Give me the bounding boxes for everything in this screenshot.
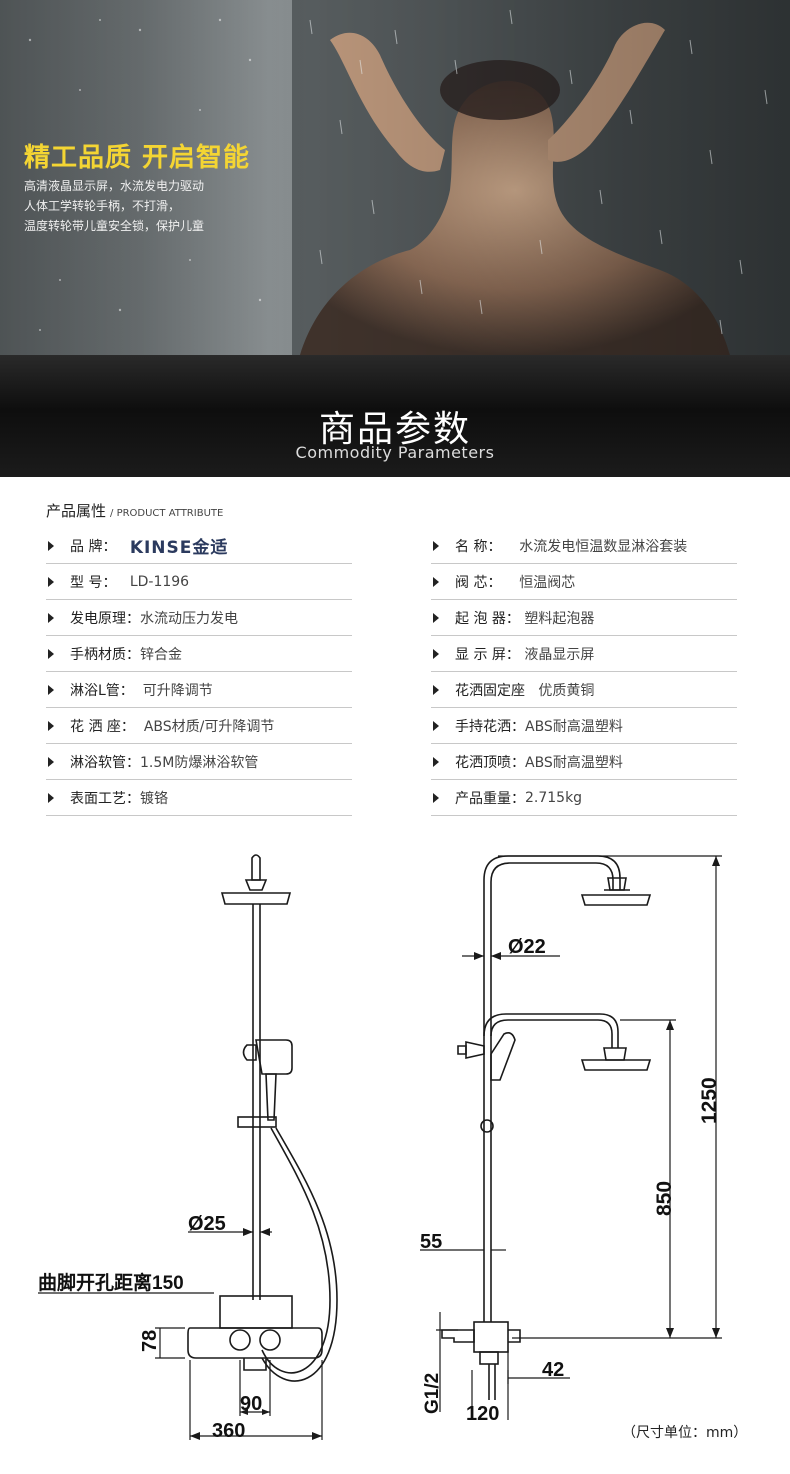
front-view <box>187 854 338 1382</box>
hero-title: 精工品质 开启智能 <box>24 143 251 173</box>
spec-row: 花洒顶喷：ABS耐高温塑料 <box>431 744 737 780</box>
dimension-arrows <box>190 856 720 1440</box>
dim-w360: 360 <box>212 1420 245 1442</box>
side-view <box>441 855 652 1400</box>
dim-g12: G1/2 <box>422 1373 443 1414</box>
triangle-bullet-icon <box>433 684 439 695</box>
dim-d22: Ø22 <box>508 936 546 958</box>
hero-line: 高清液晶显示屏，水流发电力驱动 <box>24 179 205 193</box>
front-dimensions <box>38 1231 323 1440</box>
spec-label: 起 泡 器： <box>455 610 520 627</box>
triangle-bullet-icon <box>48 684 54 695</box>
spec-label: 淋浴软管： <box>70 754 140 771</box>
attributes-heading-en: / PRODUCT ATTRIBUTE <box>110 508 224 519</box>
spec-value: 优质黄铜 <box>538 682 595 699</box>
triangle-bullet-icon <box>433 612 439 623</box>
spec-label: 手持花洒： <box>455 718 525 735</box>
spec-row: 手持花洒：ABS耐高温塑料 <box>431 708 737 744</box>
side-dimensions <box>420 855 722 1420</box>
dim-w55: 55 <box>420 1231 442 1253</box>
spec-label: 淋浴L管： <box>70 682 134 699</box>
dimension-labels: Ø25 曲脚开孔距离150 78 90 360 Ø22 1250 850 55 … <box>38 936 721 1442</box>
dim-w42: 42 <box>542 1359 564 1381</box>
triangle-bullet-icon <box>48 756 54 767</box>
spec-value: 可升降调节 <box>142 682 213 699</box>
spec-row: 显 示 屏： 液晶显示屏 <box>431 636 737 672</box>
spec-row: 产品重量：2.715kg <box>431 780 737 816</box>
dim-h850: 850 <box>653 1181 676 1216</box>
triangle-bullet-icon <box>48 612 54 623</box>
banner-title: 商品参数 <box>318 409 471 450</box>
section-banner: 商品参数 Commodity Parameters <box>0 355 790 477</box>
dim-h1250: 1250 <box>698 1077 721 1124</box>
spec-label: 手柄材质： <box>70 646 140 663</box>
triangle-bullet-icon <box>433 720 439 731</box>
spec-row: 表面工艺：镀铬 <box>46 780 352 816</box>
rain-shower-photo <box>0 0 790 355</box>
triangle-bullet-icon <box>433 540 439 551</box>
spec-row: 花 洒 座： ABS材质/可升降调节 <box>46 708 352 744</box>
spec-label: 表面工艺： <box>70 790 140 807</box>
spec-label: 显 示 屏： <box>455 646 520 663</box>
attributes-heading-cn: 产品属性 <box>46 502 107 520</box>
spec-value: 恒温阀芯 <box>519 574 576 591</box>
spec-label: 名 称： <box>455 538 502 555</box>
spec-value: 液晶显示屏 <box>524 646 595 663</box>
dimension-drawing: Ø25 曲脚开孔距离150 78 90 360 Ø22 1250 850 55 … <box>38 854 722 1442</box>
hero-line: 人体工学转轮手柄，不打滑， <box>24 199 181 213</box>
spec-row: 手柄材质：锌合金 <box>46 636 352 672</box>
unit-note: （尺寸单位：mm） <box>622 1425 748 1441</box>
spec-row: 淋浴软管：1.5M防爆淋浴软管 <box>46 744 352 780</box>
spec-value: 1.5M防爆淋浴软管 <box>140 754 259 771</box>
spec-label: 花洒固定座 <box>455 682 525 699</box>
spec-value: 水流发电恒温数显淋浴套装 <box>519 538 688 555</box>
dim-hole-spacing: 曲脚开孔距离150 <box>38 1271 184 1294</box>
spec-label: 发电原理： <box>70 610 140 627</box>
triangle-bullet-icon <box>48 720 54 731</box>
triangle-bullet-icon <box>433 576 439 587</box>
spec-value: ABS材质/可升降调节 <box>143 718 275 735</box>
hero-line: 温度转轮带儿童安全锁，保护儿童 <box>24 219 205 233</box>
triangle-bullet-icon <box>48 648 54 659</box>
spec-value: ABS耐高温塑料 <box>525 754 623 771</box>
attributes-heading: 产品属性/ PRODUCT ATTRIBUTE <box>46 500 223 521</box>
spec-list-left: 品 牌： KINSE金适 型 号： LD-1196 发电原理：水流动压力发电 手… <box>46 528 352 816</box>
hero-copy: 精工品质 开启智能 高清液晶显示屏，水流发电力驱动 人体工学转轮手柄，不打滑， … <box>24 140 294 236</box>
triangle-bullet-icon <box>48 792 54 803</box>
spec-row: 型 号： LD-1196 <box>46 564 352 600</box>
spec-value: 塑料起泡器 <box>524 610 595 627</box>
brand-logo: KINSE金适 <box>129 538 229 558</box>
spec-row: 品 牌： KINSE金适 <box>46 528 352 564</box>
spec-label: 花 洒 座： <box>70 718 135 735</box>
spec-row: 发电原理：水流动压力发电 <box>46 600 352 636</box>
dim-w90: 90 <box>240 1393 262 1415</box>
triangle-bullet-icon <box>433 648 439 659</box>
spec-row: 名 称： 水流发电恒温数显淋浴套装 <box>431 528 737 564</box>
spec-label: 产品重量： <box>455 790 525 807</box>
triangle-bullet-icon <box>433 792 439 803</box>
spec-value: 水流动压力发电 <box>140 610 238 627</box>
spec-label: 型 号： <box>70 574 117 591</box>
triangle-bullet-icon <box>433 756 439 767</box>
triangle-bullet-icon <box>48 540 54 551</box>
spec-value: 2.715kg <box>525 789 583 806</box>
spec-row: 淋浴L管： 可升降调节 <box>46 672 352 708</box>
spec-row: 花洒固定座 优质黄铜 <box>431 672 737 708</box>
spec-list-right: 名 称： 水流发电恒温数显淋浴套装 阀 芯： 恒温阀芯 起 泡 器： 塑料起泡器… <box>431 528 737 816</box>
hero-banner: 精工品质 开启智能 高清液晶显示屏，水流发电力驱动 人体工学转轮手柄，不打滑， … <box>0 0 790 355</box>
spec-label: 阀 芯： <box>455 574 502 591</box>
spec-row: 起 泡 器： 塑料起泡器 <box>431 600 737 636</box>
spec-value: 锌合金 <box>140 646 182 663</box>
spec-label: 花洒顶喷： <box>455 754 525 771</box>
spec-row: 阀 芯： 恒温阀芯 <box>431 564 737 600</box>
spec-value: LD-1196 <box>129 573 190 590</box>
spec-value: ABS耐高温塑料 <box>525 718 623 735</box>
dim-h78: 78 <box>139 1330 161 1352</box>
triangle-bullet-icon <box>48 576 54 587</box>
dim-w120: 120 <box>466 1403 499 1425</box>
dim-d25: Ø25 <box>188 1213 226 1235</box>
spec-value: 镀铬 <box>140 790 168 807</box>
banner-subtitle: Commodity Parameters <box>295 443 495 462</box>
spec-label: 品 牌： <box>70 538 117 555</box>
